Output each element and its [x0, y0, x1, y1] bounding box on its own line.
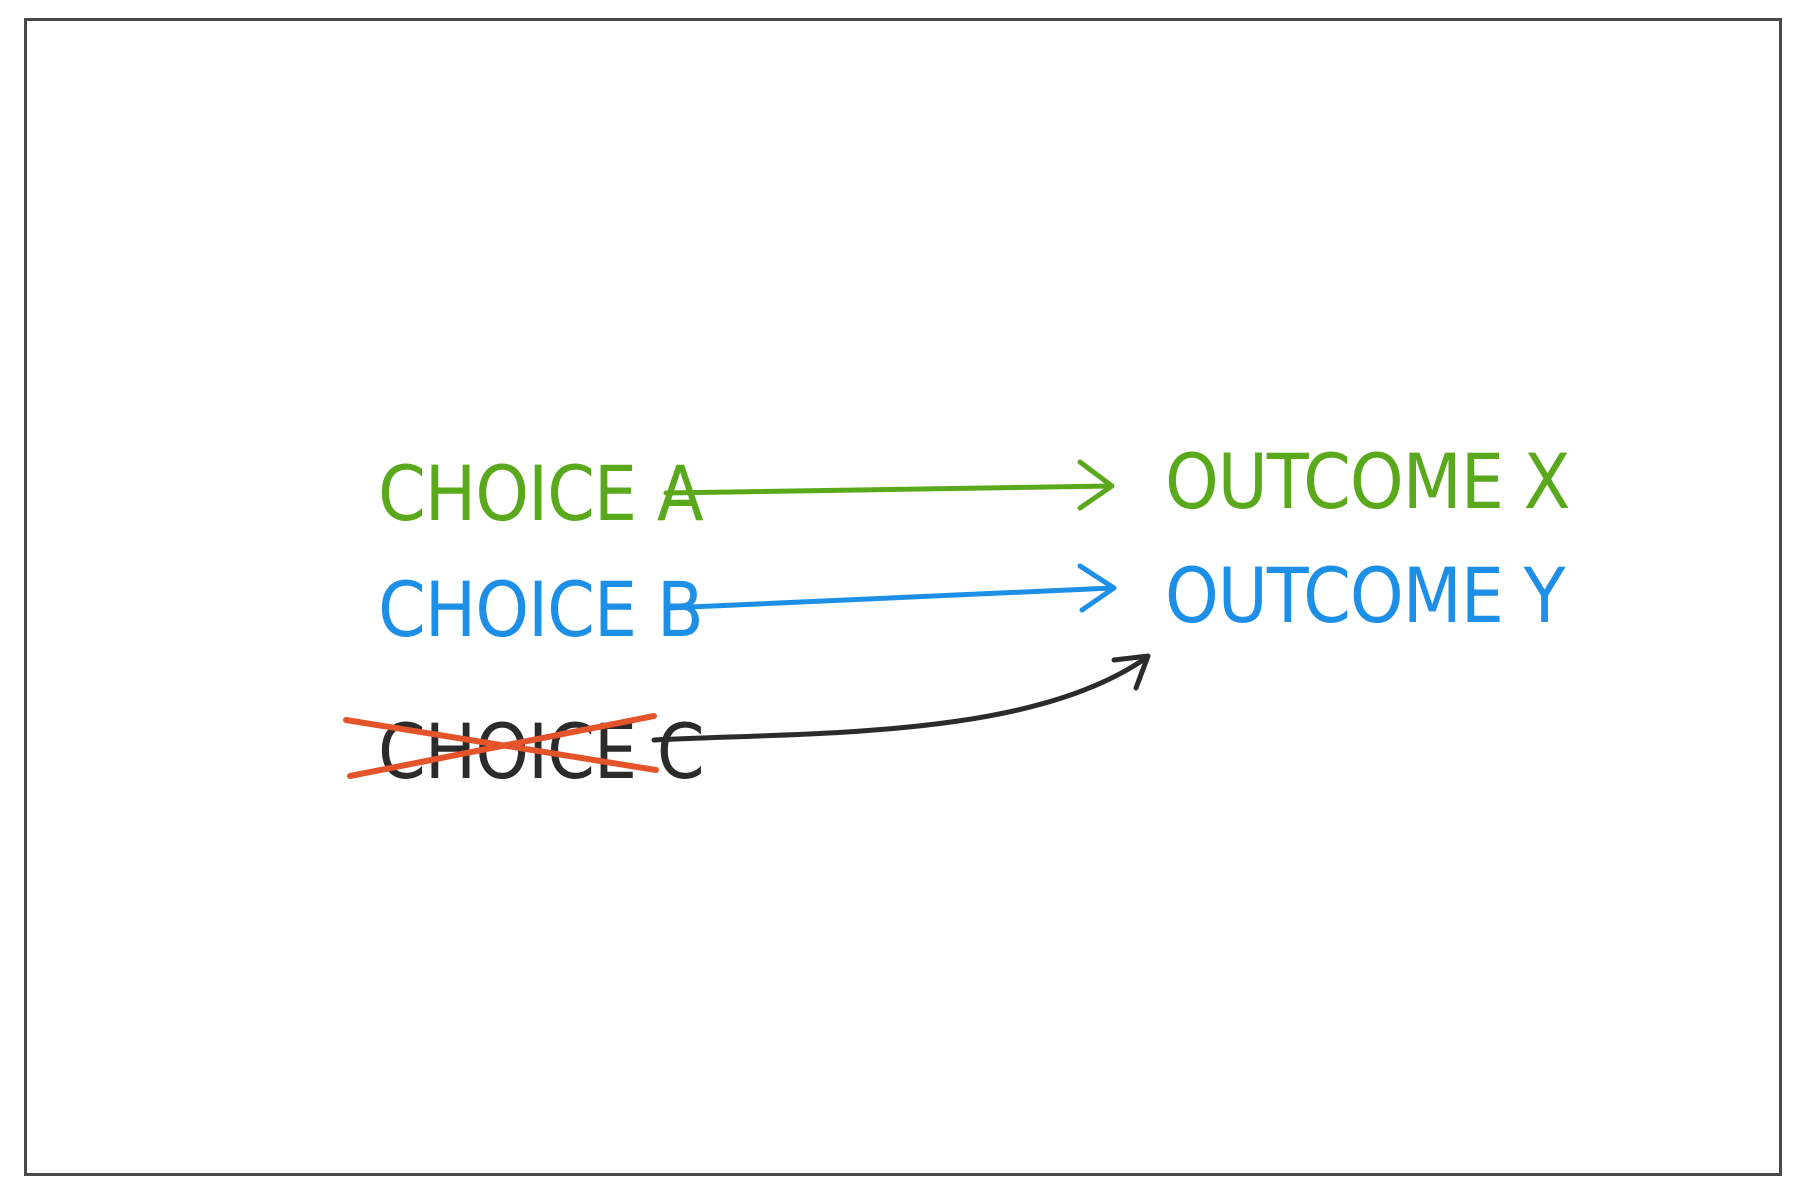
choice-a-label: CHOICE A — [378, 449, 704, 538]
choice-b-label: CHOICE B — [378, 565, 703, 654]
arrow-a-to-x — [663, 459, 1115, 511]
strike-line-2 — [347, 713, 657, 779]
arrow-b-to-y — [665, 563, 1117, 613]
strike-x-mark — [343, 713, 659, 779]
arrow-c-to-y — [651, 653, 1151, 743]
outcome-x-label: OUTCOME X — [1165, 437, 1569, 526]
outcome-y-label: OUTCOME Y — [1165, 551, 1566, 640]
